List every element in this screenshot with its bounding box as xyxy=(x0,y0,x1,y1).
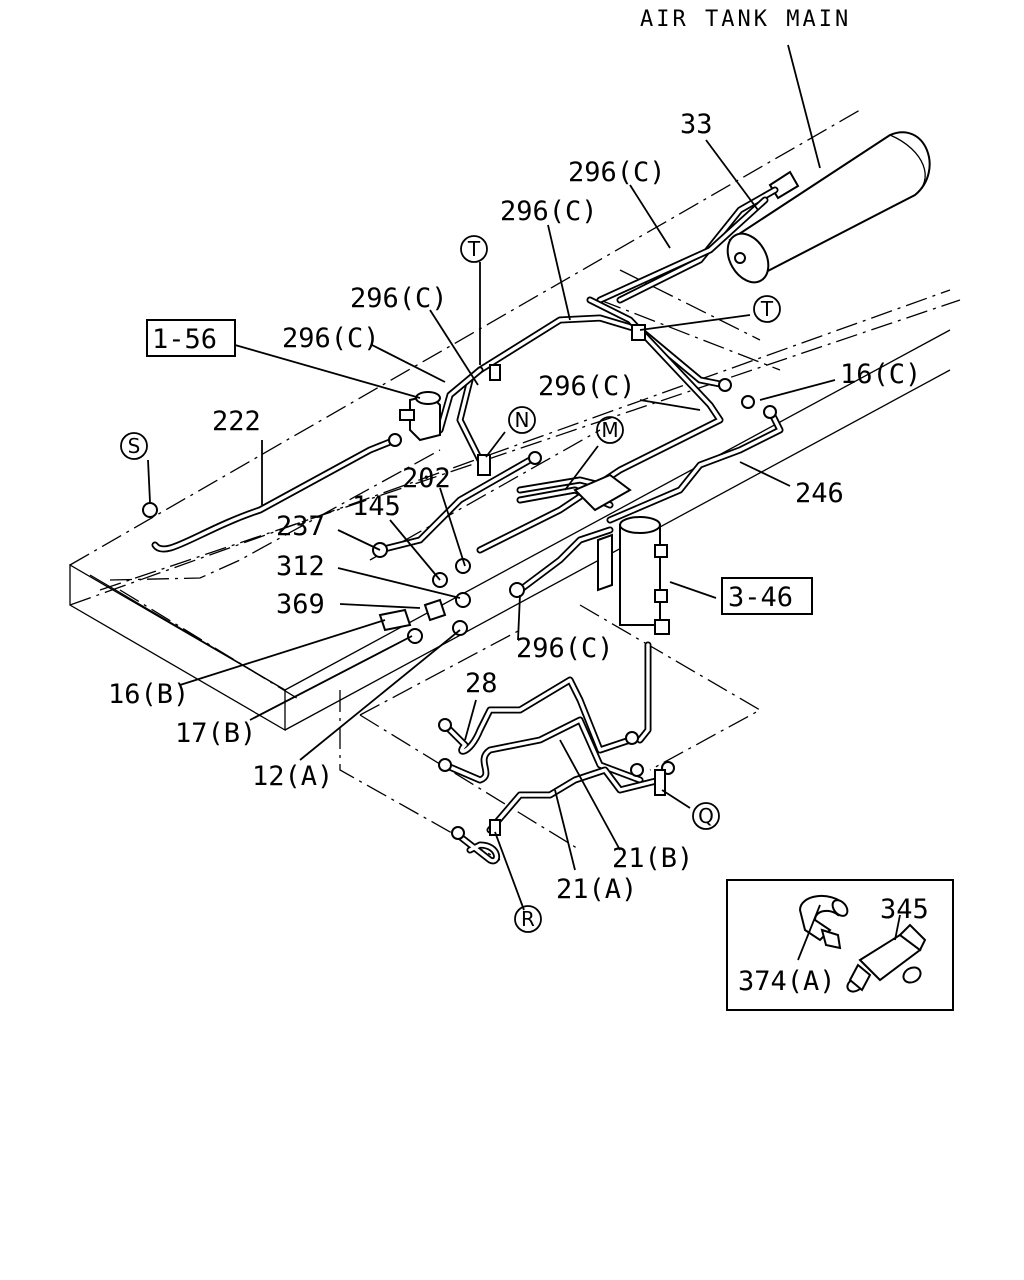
label-16b: 16(B) xyxy=(108,679,189,710)
pipe-runs xyxy=(151,186,784,865)
label-12a: 12(A) xyxy=(252,761,333,792)
marker-s: S xyxy=(128,434,141,458)
components xyxy=(142,324,777,840)
marker-m: M xyxy=(601,418,618,442)
marker-q: Q xyxy=(698,804,714,828)
label-296c-3: 296(C) xyxy=(350,283,448,314)
marker-r: R xyxy=(521,907,535,931)
marker-n: N xyxy=(515,408,530,432)
marker-t-upper: T xyxy=(467,237,481,261)
label-296c-5: 296(C) xyxy=(538,371,636,402)
label-17b: 17(B) xyxy=(175,718,256,749)
label-222: 222 xyxy=(212,406,261,437)
label-246: 246 xyxy=(795,478,844,509)
detail-inset xyxy=(726,879,954,1011)
title-air-tank-main: AIR TANK MAIN xyxy=(640,7,851,32)
reference-boxes: 1-56 3-46 xyxy=(146,319,813,615)
air-tank-main xyxy=(726,131,931,284)
label-296c-2: 296(C) xyxy=(500,196,598,227)
ref-3-46: 3-46 xyxy=(728,582,793,613)
label-145: 145 xyxy=(352,491,401,522)
label-296c-1: 296(C) xyxy=(568,157,666,188)
label-296c-6: 296(C) xyxy=(516,633,614,664)
label-345: 345 xyxy=(880,894,929,925)
circled-markers: T T N M S Q R xyxy=(120,235,781,933)
chassis-frame xyxy=(69,109,961,861)
label-28: 28 xyxy=(465,668,498,699)
label-237: 237 xyxy=(276,511,325,542)
label-369: 369 xyxy=(276,589,325,620)
label-312: 312 xyxy=(276,551,325,582)
labels: AIR TANK MAIN 33 296(C) 296(C) 296(C) 29… xyxy=(108,7,929,997)
marker-t-right: T xyxy=(760,297,774,321)
label-21a: 21(A) xyxy=(556,874,637,905)
label-16c: 16(C) xyxy=(840,359,921,390)
leader-lines xyxy=(147,44,836,911)
label-21b: 21(B) xyxy=(612,843,693,874)
label-33: 33 xyxy=(680,109,713,140)
label-202: 202 xyxy=(402,463,451,494)
label-374a: 374(A) xyxy=(738,966,836,997)
label-296c-4: 296(C) xyxy=(282,323,380,354)
ref-1-56: 1-56 xyxy=(152,324,217,355)
